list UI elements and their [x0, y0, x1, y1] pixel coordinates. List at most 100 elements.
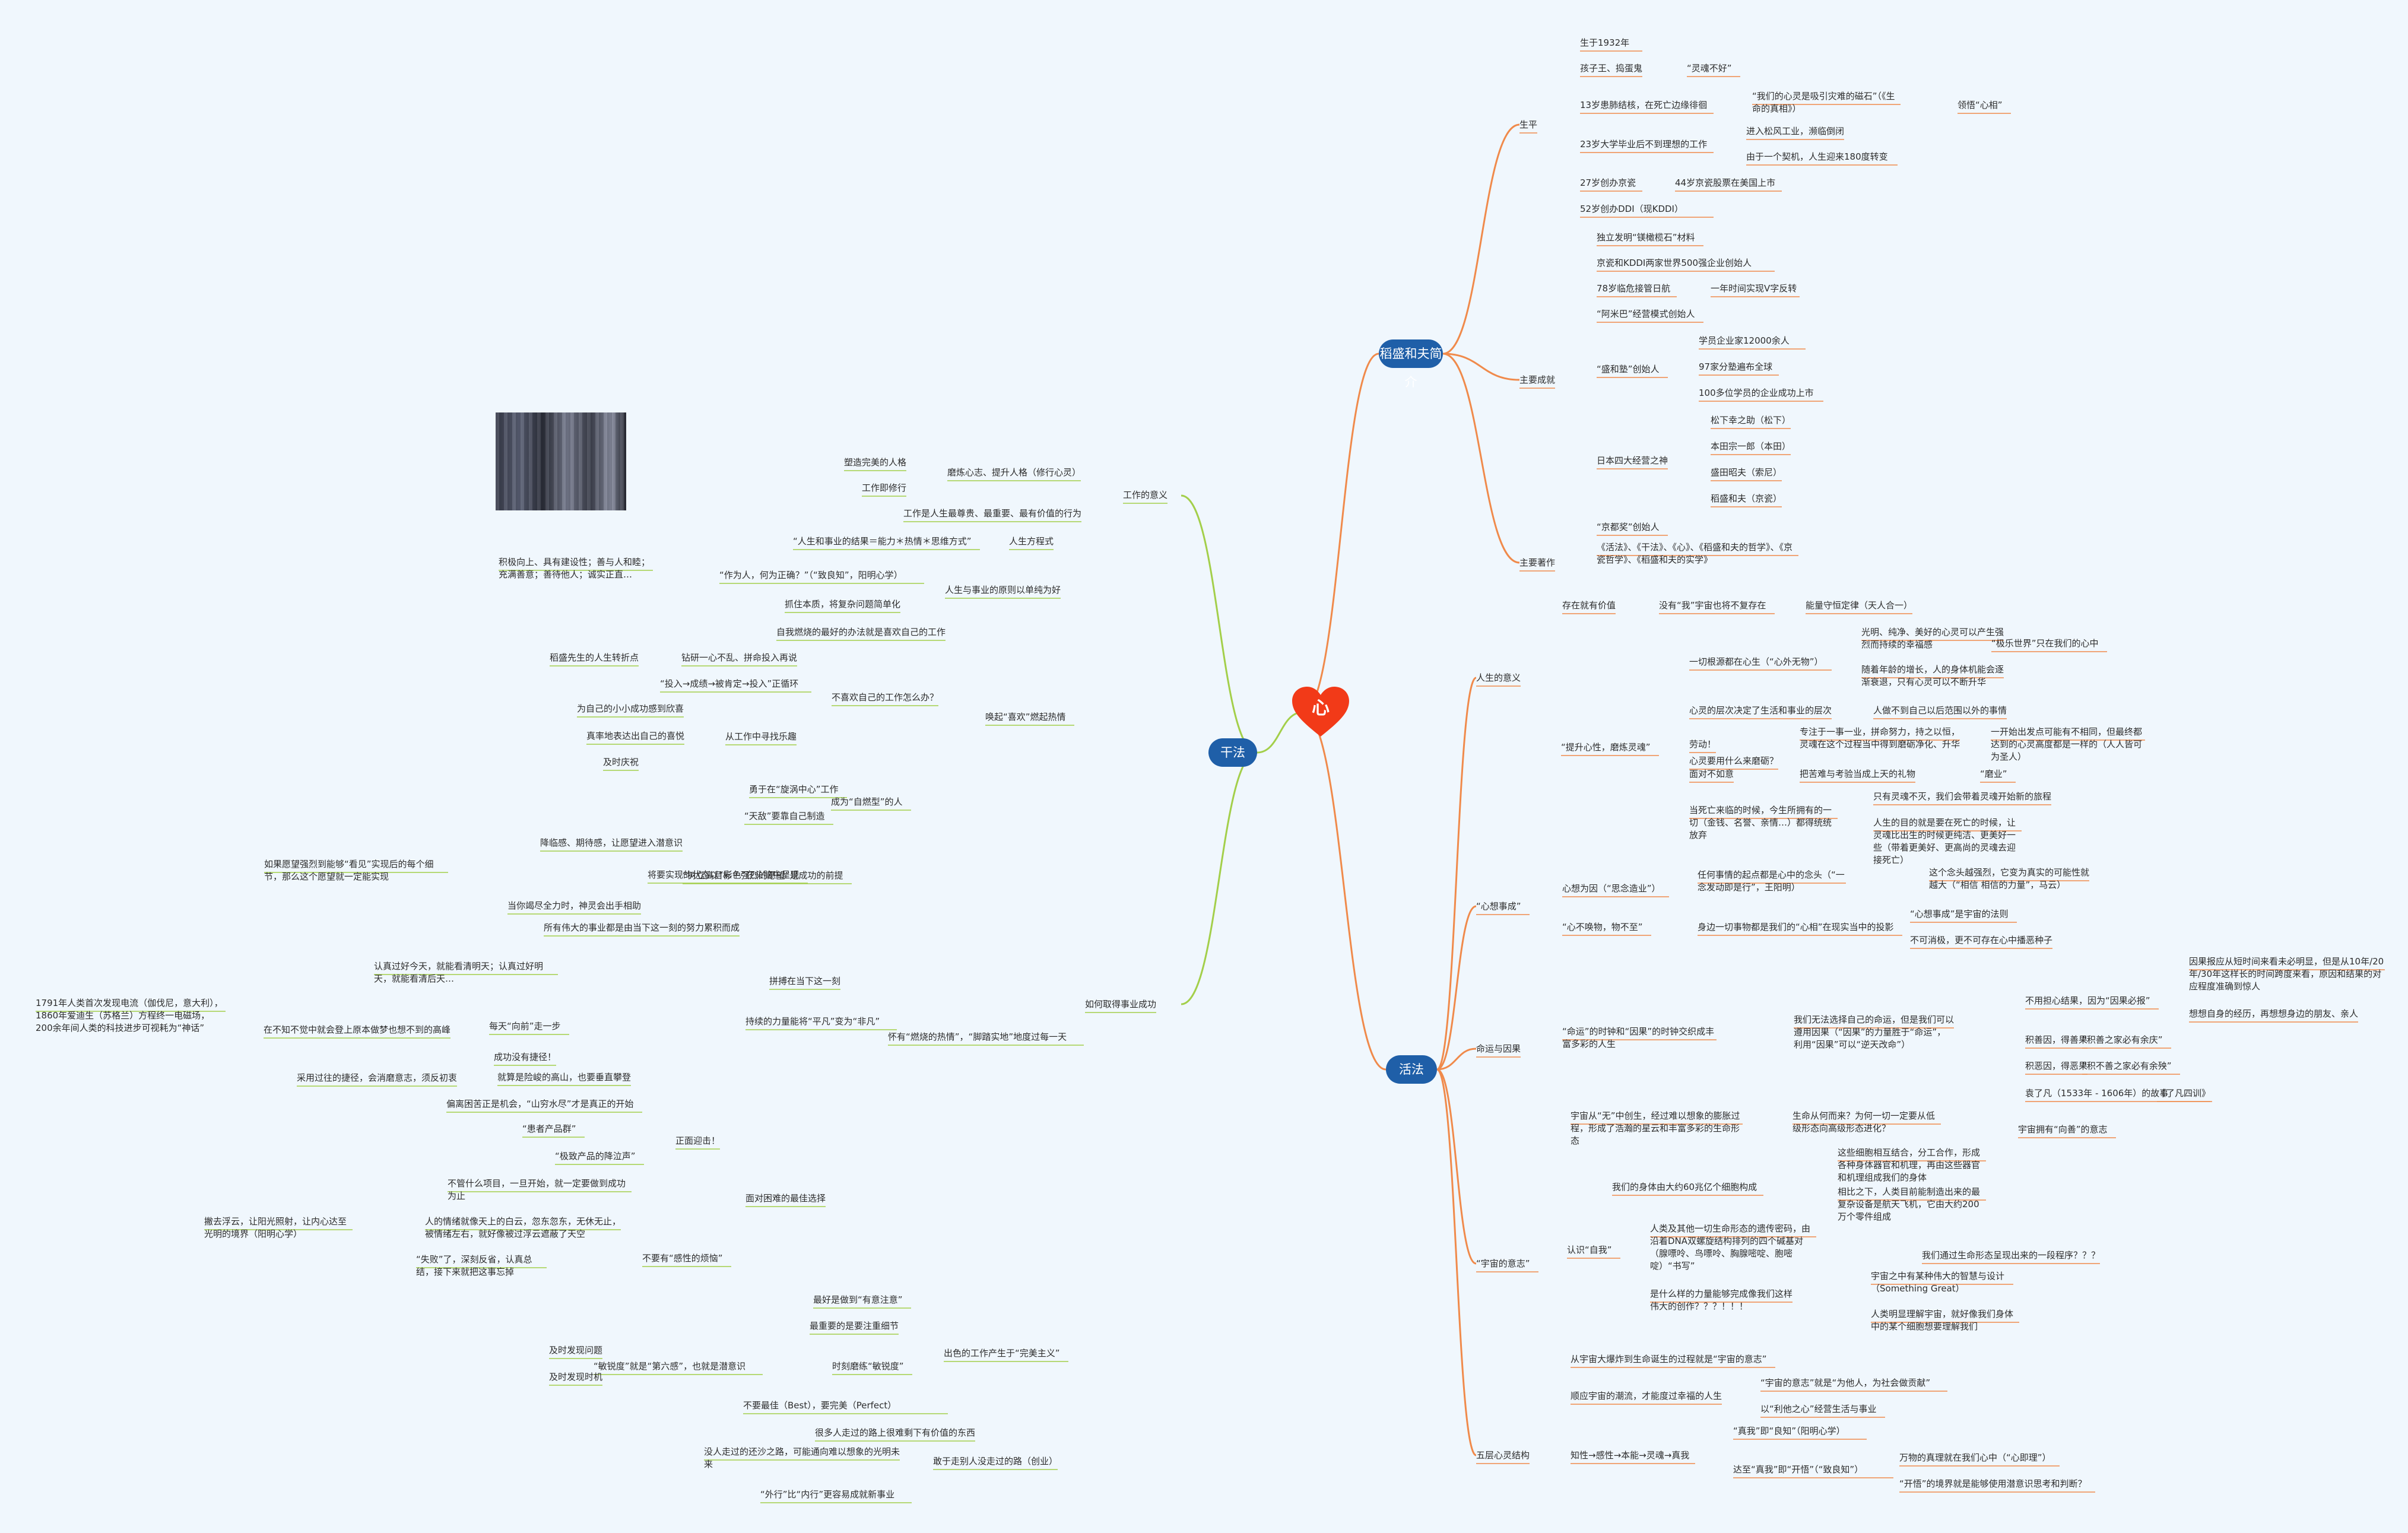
topic-label[interactable]: 领悟“心相”: [1958, 100, 2003, 110]
topic-label[interactable]: “宇宙的意志”: [1476, 1258, 1530, 1269]
topic-label[interactable]: 积极向上、具有建设性；善与人和睦；充满善意；善待他人；诚实正直…: [499, 557, 651, 580]
topic-label[interactable]: 身边一切事物都是我们的“心相”在现实当中的投影: [1698, 922, 1894, 932]
topic-label[interactable]: 袁了凡（1533年 - 1606年）的故事: [2025, 1088, 2169, 1099]
topic-label[interactable]: “真我”即“良知”（阳明心学）: [1733, 1426, 1845, 1436]
topic-label[interactable]: 一开始出发点可能有不相同，但最终都达到的心灵高度都是一样的（人人皆可为圣人）: [1991, 726, 2143, 762]
topic-label[interactable]: “树立高目标＋强烈的愿望”是成功的前提: [683, 870, 843, 881]
topic-label[interactable]: 成为“自燃型”的人: [831, 796, 903, 807]
topic-label[interactable]: 塑造完美的人格: [844, 457, 907, 468]
topic-label[interactable]: 钻研一心不乱、拼命投入再说: [681, 652, 798, 663]
topic-label[interactable]: 没人走过的还沙之路，可能通向难以想象的光明未来: [704, 1446, 900, 1469]
topic-label[interactable]: “积善之家必有余庆”: [2082, 1034, 2163, 1045]
topic-label[interactable]: 稻盛先生的人生转折点: [550, 652, 639, 663]
topic-label[interactable]: 生于1932年: [1580, 37, 1630, 48]
topic-label[interactable]: 所有伟大的事业都是由当下这一刻的努力累积而成: [544, 922, 740, 933]
topic-label[interactable]: 不用担心结果，因为“因果必报”: [2025, 995, 2150, 1006]
topic-label[interactable]: 当你竭尽全力时，神灵会出手相助: [507, 900, 642, 911]
topic-label[interactable]: 78岁临危接管日航: [1597, 283, 1671, 294]
topic-label[interactable]: 成功没有捷径！: [494, 1052, 557, 1062]
topic-label[interactable]: 以“利他之心”经营生活与事业: [1760, 1404, 1877, 1414]
topic-label[interactable]: 盛田昭夫（索尼）: [1711, 467, 1782, 478]
topic-label[interactable]: 是什么样的力量能够完成像我们这样伟大的创作？？？！！！: [1650, 1288, 1793, 1312]
topic-label[interactable]: 认识“自我”: [1567, 1245, 1612, 1255]
topic-label[interactable]: “命运”的时钟和“因果”的时钟交织成丰富多彩的人生: [1562, 1026, 1715, 1049]
topic-label[interactable]: “心想事成”是宇宙的法则: [1910, 909, 2009, 919]
topic-label[interactable]: 万物的真理就在我们心中（“心即理”）: [1899, 1452, 2051, 1463]
topic-label[interactable]: 13岁患肺结核，在死亡边缘徘徊: [1580, 100, 1708, 110]
topic-label[interactable]: 及时庆祝: [603, 757, 639, 767]
topic-label[interactable]: “患者产品群”: [522, 1123, 576, 1134]
topic-label[interactable]: 面对不如意: [1689, 769, 1734, 779]
topic-label[interactable]: 当死亡来临的时候，今生所拥有的一切（金钱、名誉、亲情…）都得统统放弃: [1689, 805, 1832, 840]
topic-label[interactable]: 一年时间实现V字反转: [1711, 283, 1797, 294]
topic-label[interactable]: 认真过好今天，就能看清明天；认真过好明天，就能看清后天…: [374, 961, 544, 984]
topic-label[interactable]: “磨业”: [1980, 769, 2007, 779]
topic-label[interactable]: 京瓷和KDDI两家世界500强企业创始人: [1597, 258, 1752, 268]
topic-label[interactable]: 不要最佳（Best），要完美（Perfect）: [743, 1400, 897, 1411]
topic-label[interactable]: “开悟”的境界就是能够使用潜意识思考和判断？: [1899, 1478, 2087, 1489]
topic-label[interactable]: “宇宙的意志”就是“为他人，为社会做贡献”: [1760, 1378, 1931, 1388]
branch-life-node[interactable]: 活法: [1386, 1055, 1437, 1084]
topic-label[interactable]: 顺应宇宙的潮流，才能度过幸福的人生: [1571, 1391, 1722, 1401]
topic-label[interactable]: 最重要的是要注重细节: [810, 1321, 899, 1331]
topic-label[interactable]: 这些细胞相互结合，分工合作，形成各种身体器官和机理，再由这些器官和机理组成我们的…: [1838, 1147, 1981, 1183]
topic-label[interactable]: 光明、纯净、美好的心灵可以产生强烈而持续的幸福感: [1861, 627, 2004, 650]
topic-label[interactable]: 主要著作: [1519, 557, 1556, 568]
topic-label[interactable]: 工作即修行: [862, 483, 907, 493]
topic-label[interactable]: 及时发现时机: [549, 1372, 603, 1382]
topic-label[interactable]: 不管什么项目，一旦开始，就一定要做到成功为止: [448, 1178, 626, 1201]
topic-label[interactable]: 我们的身体由大约60兆亿个细胞构成: [1612, 1182, 1757, 1192]
topic-label[interactable]: “积不善之家必有余殃”: [2082, 1061, 2172, 1071]
topic-label[interactable]: “我们的心灵是吸引灾难的磁石”（《生命的真相》）: [1752, 91, 1895, 114]
topic-label[interactable]: 心灵的层次决定了生活和事业的层次: [1689, 705, 1832, 716]
topic-label[interactable]: 把苦难与考验当成上天的礼物: [1800, 769, 1916, 779]
topic-label[interactable]: 一切根源都在心生（“心外无物”）: [1689, 656, 1823, 667]
topic-label[interactable]: 将要实现的状态以“彩色”在头脑中呈现: [648, 869, 800, 880]
topic-label[interactable]: 能量守恒定律（天人合一）: [1806, 600, 1913, 611]
topic-label[interactable]: “心不唤物，物不至”: [1562, 922, 1643, 932]
topic-label[interactable]: 知性→感性→本能→灵魂→真我: [1571, 1450, 1690, 1461]
topic-label[interactable]: 就算是险峻的高山，也要垂直攀登: [497, 1072, 632, 1083]
topic-label[interactable]: 任何事情的起点都是心中的念头（“一念发动即是行”，王阳明）: [1698, 869, 1845, 893]
topic-label[interactable]: 日本四大经营之神: [1597, 455, 1668, 466]
topic-label[interactable]: 学员企业家12000余人: [1699, 335, 1790, 346]
topic-label[interactable]: 相比之下，人类目前能制造出来的最复杂设备是航天飞机，它由大约200万个零件组成: [1838, 1186, 1981, 1222]
topic-label[interactable]: 磨炼心志、提升人格（修行心灵）: [947, 467, 1081, 478]
topic-label[interactable]: “阿米巴”经营模式创始人: [1597, 309, 1695, 319]
topic-label[interactable]: 宇宙之中有某种伟大的智慧与设计（Something Great）: [1871, 1271, 2005, 1294]
topic-label[interactable]: 拼搏在当下这一刻: [769, 976, 841, 986]
topic-label[interactable]: 心灵要用什么来磨砺？: [1689, 756, 1779, 766]
topic-label[interactable]: 命运与因果: [1476, 1043, 1521, 1054]
topic-label[interactable]: 从工作中寻找乐趣: [725, 731, 797, 742]
topic-label[interactable]: 44岁京瓷股票在美国上市: [1675, 177, 1776, 188]
topic-label[interactable]: “外行”比“内行”更容易成就新事业: [760, 1489, 895, 1500]
topic-label[interactable]: 人类明显理解宇宙，就好像我们身体中的某个细胞想要理解我们: [1871, 1309, 2014, 1332]
topic-label[interactable]: 偏离困苦正是机会，“山穷水尽”才是真正的开始: [446, 1099, 634, 1109]
topic-label[interactable]: 工作是人生最尊贵、最重要、最有价值的行为: [903, 508, 1082, 519]
branch-intro-node[interactable]: 稻盛和夫简介: [1379, 339, 1443, 389]
topic-label[interactable]: 如果愿望强烈到能够“看见”实现后的每个细节，那么这个愿望就一定能实现: [264, 859, 434, 882]
topic-label[interactable]: 稻盛和夫（京瓷）: [1711, 493, 1782, 504]
topic-label[interactable]: 唤起“喜欢”燃起热情: [985, 712, 1066, 722]
topic-label[interactable]: 独立发明“镁橄榄石”材料: [1597, 232, 1695, 243]
topic-label[interactable]: 出色的工作产生于“完美主义”: [944, 1348, 1060, 1359]
topic-label[interactable]: 100多位学员的企业成功上市: [1699, 388, 1814, 398]
topic-label[interactable]: 不可消极，更不可存在心中播恶种子: [1910, 935, 2053, 945]
topic-label[interactable]: 采用过往的捷径，会消磨意志，须反初衷: [297, 1072, 458, 1083]
topic-label[interactable]: 进入松风工业，濒临倒闭: [1746, 126, 1845, 137]
topic-label[interactable]: 持续的力量能将“平凡”变为“非凡”: [745, 1016, 880, 1027]
topic-label[interactable]: “京都奖”创始人: [1597, 522, 1660, 532]
topic-label[interactable]: 人生方程式: [1009, 536, 1054, 547]
topic-label[interactable]: 面对困难的最佳选择: [745, 1193, 826, 1204]
branch-work-node[interactable]: 干法: [1208, 738, 1257, 767]
topic-label[interactable]: 只有灵魂不灭，我们会带着灵魂开始新的旅程: [1873, 791, 2052, 802]
topic-label[interactable]: “敏锐度”就是“第六感”，也就是潜意识: [594, 1361, 746, 1372]
topic-label[interactable]: 我们通过生命形态呈现出来的一段程序？？？: [1922, 1250, 2101, 1261]
topic-label[interactable]: 在不知不觉中就会登上原本做梦也想不到的高峰: [264, 1024, 451, 1035]
topic-label[interactable]: 工作的意义: [1123, 490, 1168, 500]
topic-label[interactable]: 人生的意义: [1476, 672, 1521, 683]
topic-label[interactable]: 时刻磨练“敏锐度”: [832, 1361, 904, 1372]
topic-label[interactable]: 劳动！: [1689, 739, 1717, 750]
topic-label[interactable]: 积恶因，得恶果: [2025, 1061, 2088, 1071]
topic-label[interactable]: 人做不到自己以后范围以外的事情: [1873, 705, 2007, 716]
